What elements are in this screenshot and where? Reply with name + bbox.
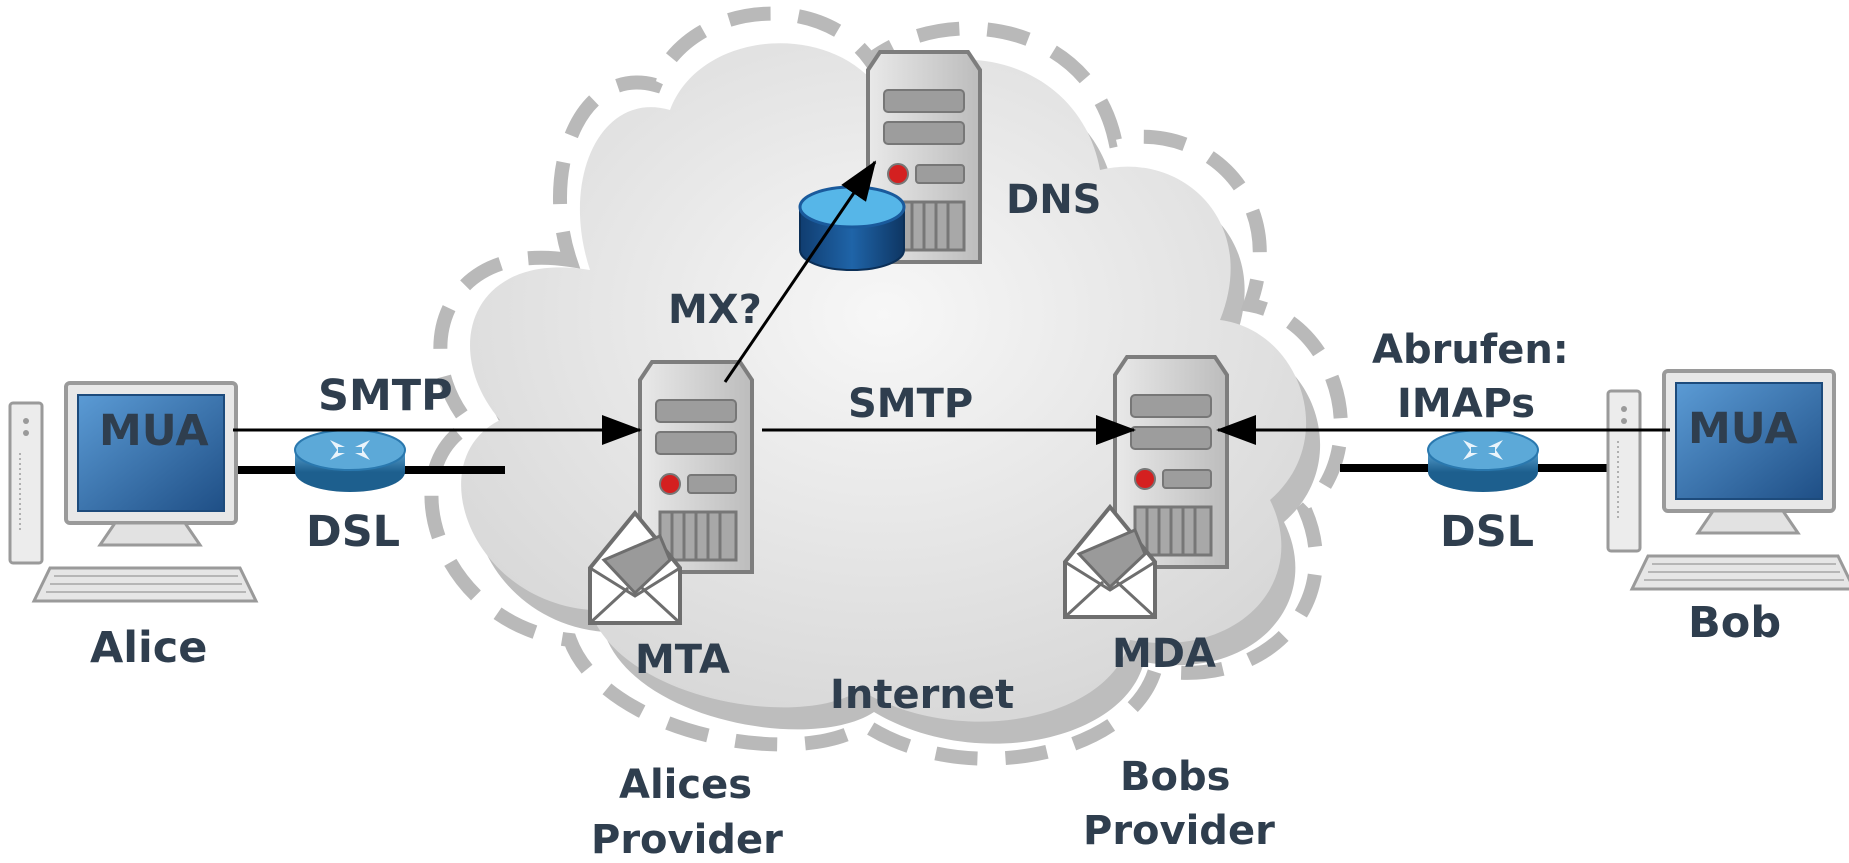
internet-label: Internet: [830, 672, 1015, 718]
alices-provider-line1: Alices: [619, 762, 753, 808]
mda-label: MDA: [1112, 631, 1216, 677]
dns-label: DNS: [1006, 177, 1102, 223]
abrufen-label: Abrufen:: [1372, 327, 1569, 373]
alice-dsl-label: DSL: [306, 507, 401, 557]
bobs-provider-line1: Bobs: [1120, 754, 1231, 800]
mta-label: MTA: [635, 637, 730, 683]
bobs-provider-line2: Provider: [1083, 808, 1275, 854]
dns-database-icon: [798, 185, 906, 271]
smtp-mta-mda-label: SMTP: [848, 381, 974, 427]
bob-label: Bob: [1688, 598, 1782, 648]
mx-query-label: MX?: [668, 287, 762, 333]
bob-router-icon: [1427, 429, 1539, 493]
smtp-alice-label: SMTP: [318, 371, 453, 421]
bob-mua-label: MUA: [1688, 404, 1798, 454]
imaps-label: IMAPs: [1397, 381, 1536, 427]
alices-provider-line2: Provider: [591, 817, 783, 863]
alice-mua-label: MUA: [99, 406, 209, 456]
bob-dsl-label: DSL: [1440, 507, 1535, 557]
alice-router-icon: [294, 429, 406, 493]
mx-query-arrow: [723, 160, 877, 383]
alice-label: Alice: [90, 623, 208, 673]
